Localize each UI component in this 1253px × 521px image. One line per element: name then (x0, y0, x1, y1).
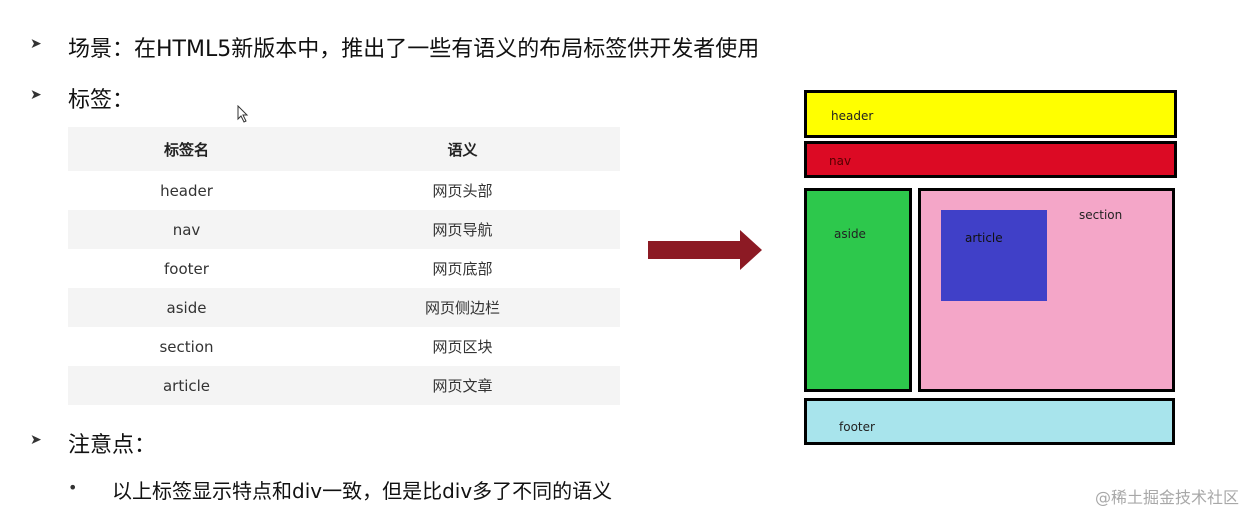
tag-name: aside (166, 298, 207, 317)
diagram-nav: nav (804, 141, 1177, 178)
bullet-dot: • (68, 478, 78, 497)
semantic-tags-table: 标签名 语义 header 网页头部 nav 网页导航 footer 网页底部 … (68, 127, 620, 405)
diagram-aside-label: aside (834, 227, 866, 241)
table-row: footer 网页底部 (68, 249, 620, 288)
watermark: @稀土掘金技术社区 (1094, 488, 1239, 507)
diagram-article: article (941, 210, 1047, 301)
table-row: section 网页区块 (68, 327, 620, 366)
table-header-row: 标签名 语义 (68, 127, 620, 171)
tag-name: section (159, 337, 214, 356)
tag-meaning: 网页文章 (432, 377, 493, 395)
tag-meaning: 网页导航 (432, 221, 493, 239)
bullet-arrow: ➤ (30, 432, 42, 448)
diagram-footer: footer (804, 398, 1175, 445)
scene-text: 场景：在HTML5新版本中，推出了一些有语义的布局标签供开发者使用 (68, 37, 760, 62)
table-row: header 网页头部 (68, 171, 620, 210)
notes-label: 注意点： (68, 433, 157, 458)
diagram-nav-label: nav (829, 154, 852, 168)
header-cell-meaning: 语义 (447, 140, 478, 159)
diagram-article-label: article (965, 231, 1003, 245)
mouse-cursor-icon (237, 105, 249, 123)
table-row: article 网页文章 (68, 366, 620, 405)
tag-name: article (162, 376, 211, 395)
diagram-header: header (804, 90, 1177, 138)
diagram-aside: aside (804, 188, 912, 392)
tag-name: header (160, 181, 213, 200)
tag-meaning: 网页头部 (432, 182, 493, 200)
bullet-arrow: ➤ (30, 87, 42, 103)
table-row: aside 网页侧边栏 (68, 288, 620, 327)
tag-name: nav (172, 220, 201, 239)
tag-meaning: 网页底部 (432, 260, 493, 278)
bullet-arrow: ➤ (30, 36, 42, 52)
notes-text: 以上标签显示特点和div一致，但是比div多了不同的语义 (112, 479, 613, 503)
diagram-footer-label: footer (839, 420, 875, 434)
diagram-header-label: header (831, 109, 874, 123)
header-cell-tag: 标签名 (163, 140, 209, 159)
right-arrow-icon (648, 230, 762, 270)
tag-name: footer (164, 259, 209, 278)
table-row: nav 网页导航 (68, 210, 620, 249)
diagram-section-label: section (1079, 208, 1123, 222)
tag-meaning: 网页区块 (432, 338, 493, 356)
tags-label: 标签： (68, 88, 135, 113)
tag-meaning: 网页侧边栏 (424, 299, 500, 317)
